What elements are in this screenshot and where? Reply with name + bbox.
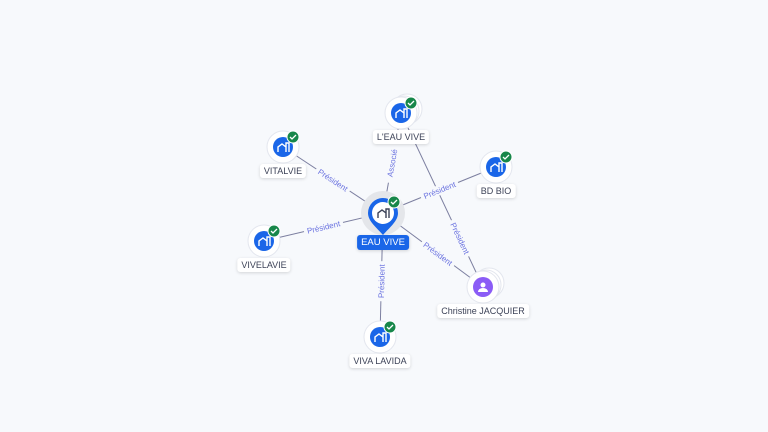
edge-label-group: Associé [383,142,401,184]
verified-check-icon [404,96,418,110]
node-label[interactable]: L'EAU VIVE [372,130,430,144]
node-label[interactable]: BD BIO [476,184,516,198]
node-label[interactable]: VITALVIE [259,164,307,178]
edge-label: Président [422,180,457,201]
node-l-eau-vive[interactable] [384,93,423,130]
edge-label: Président [306,219,342,236]
building-icon [377,208,390,218]
person-icon [478,282,488,292]
building-icon [374,332,387,342]
building-icon [395,108,408,118]
edge-label: Président [377,263,387,298]
edge-label: Président [421,240,454,268]
node-vivelavie[interactable] [247,224,281,258]
edge-label-group: Président [302,217,345,237]
node-label[interactable]: VIVA LAVIDA [349,354,411,368]
node-christine-jacquier[interactable] [466,267,505,304]
edge-label-group: Président [313,164,353,196]
verified-check-icon [499,150,513,164]
verified-check-icon [267,224,281,238]
edge-label-group: Président [419,177,460,203]
verified-check-icon [383,320,397,334]
verified-check-icon [286,130,300,144]
center-node-label[interactable]: EAU VIVE [357,235,409,250]
building-icon [258,236,271,246]
edge-label: Président [316,167,350,194]
node-label[interactable]: Christine JACQUIER [437,304,529,318]
center-node[interactable] [361,191,405,235]
edge-label-group: Président [446,218,474,259]
verified-check-icon [387,195,401,209]
edge-label-group: Président [418,237,458,270]
node-vitalvie[interactable] [266,130,300,164]
edge-label: Président [448,221,471,256]
edge-label-group: Président [375,261,387,302]
node-label[interactable]: VIVELAVIE [237,258,291,272]
building-icon [490,162,503,172]
node-viva-lavida[interactable] [363,320,397,354]
edge-label: Associé [386,148,400,178]
node-bd-bio[interactable] [479,150,513,184]
building-icon [277,142,290,152]
